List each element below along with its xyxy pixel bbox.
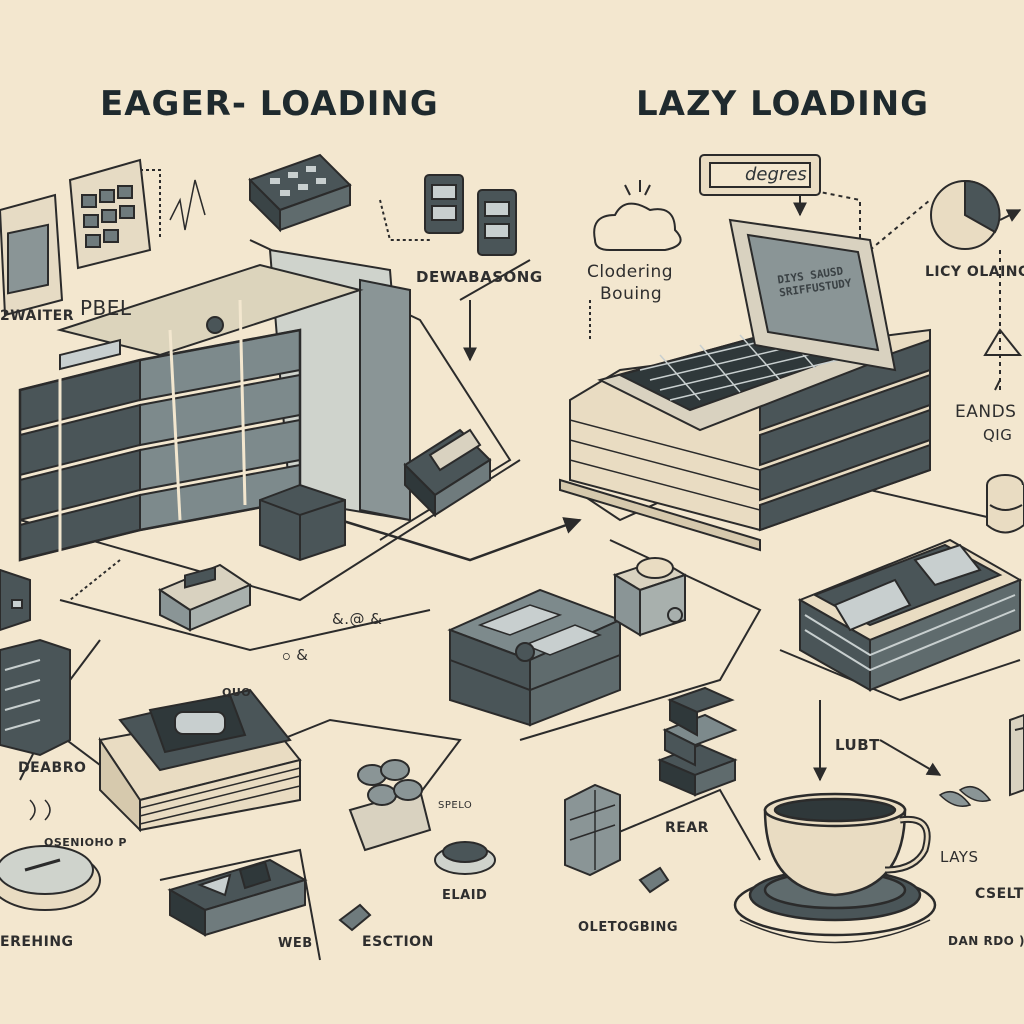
label-osenioho: OSENIOHO P — [44, 836, 127, 849]
label-deabro: DEABRO — [18, 760, 87, 776]
eager-loading-title: EAGER- LOADING — [100, 84, 439, 124]
central-blocks — [447, 557, 688, 727]
book-stack-left — [98, 688, 302, 833]
chip-stack — [564, 686, 738, 877]
label-rear: REAR — [665, 820, 709, 836]
cartridge-icons — [424, 174, 517, 256]
label-lubt: LUBT — [835, 736, 880, 754]
label-oletogbing: OLETOGBING — [578, 920, 679, 935]
misc-bottom-center — [338, 759, 670, 932]
label-clodering: Clodering — [587, 262, 674, 282]
timer-device — [0, 799, 101, 911]
label-lays: LAYS — [940, 848, 979, 866]
label-spelo: SPELO — [438, 800, 473, 811]
label-twaiter: 2WAITER — [0, 308, 74, 324]
label-tiny-dots-2: ဝ & — [282, 646, 309, 664]
coffee-cup — [733, 792, 937, 944]
label-quo: QUO — [222, 686, 252, 699]
label-bouing: Bouing — [600, 284, 663, 304]
label-ereming: EREHING — [0, 934, 74, 950]
label-cselt: CSELT — [975, 886, 1024, 902]
label-qig: QIG — [983, 426, 1013, 444]
label-lacy-olaing: LICY OLAING — [925, 264, 1024, 280]
label-pbel: PBEL — [80, 296, 132, 320]
label-esction: ESCTION — [362, 934, 434, 950]
pie-chart-graphic — [930, 179, 1001, 250]
search-tag-text: degres — [745, 164, 807, 185]
laptop-on-books — [559, 218, 931, 552]
leaf-icons — [938, 785, 992, 807]
switch-device — [167, 858, 308, 937]
label-dan-rdo: DAN RDO ) — [948, 934, 1024, 948]
right-edge-items — [983, 328, 1024, 797]
small-devices-left — [0, 428, 492, 757]
server-stack — [18, 248, 412, 562]
label-elaid: ELAID — [442, 888, 488, 903]
search-box-graphic — [699, 154, 821, 196]
keypad-device — [248, 153, 352, 233]
label-tiny-dots: &.@ & — [332, 610, 383, 628]
monitor-panels — [0, 158, 206, 317]
label-web: WEB — [278, 936, 313, 951]
label-eands: EANDS — [955, 402, 1017, 422]
tablet-stack-right — [797, 538, 1023, 692]
cloud-graphic — [593, 180, 682, 251]
lazy-loading-title: LAZY LOADING — [636, 84, 930, 124]
label-dewabasong: DEWABASONG — [416, 268, 543, 286]
